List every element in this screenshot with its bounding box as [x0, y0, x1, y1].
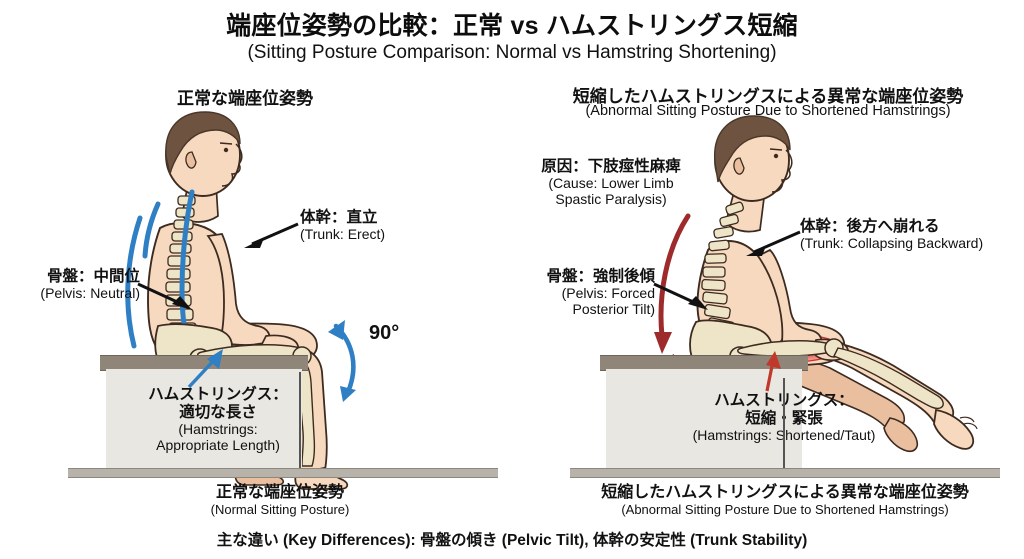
label-pelvis-normal: 骨盤：中間位 (Pelvis: Neutral) [40, 268, 140, 301]
face-profile-abnormal [771, 149, 793, 193]
brow-abnormal [769, 148, 783, 151]
right-panel-header: 短縮したハムストリングスによる異常な端座位姿勢 [572, 87, 964, 106]
arrow-pelvis-normal [137, 282, 192, 310]
caption-right: 短縮したハムストリングスによる異常な端座位姿勢 (Abnormal Sittin… [601, 484, 969, 517]
face-profile-normal [221, 143, 243, 187]
page-title: 端座位姿勢の比較：正常 vs ハムストリングス短縮 [226, 12, 798, 40]
alignment-arc-upper-normal [142, 201, 161, 259]
label-pelvis-abnormal: 骨盤：強制後傾 (Pelvis: Forced Posterior Tilt) [546, 268, 655, 317]
toes-abnormal [959, 416, 978, 430]
left-panel-header: 正常な端座位姿勢 [177, 89, 313, 108]
angle-arrowhead-top-normal [328, 320, 345, 340]
eye-abnormal [773, 153, 779, 159]
page-subtitle: (Sitting Posture Comparison: Normal vs H… [247, 42, 777, 63]
foot-abnormal [933, 408, 974, 450]
alignment-arc-normal [125, 215, 143, 349]
arrow-hamstrings-normal [187, 349, 223, 389]
label-hamstrings-normal: ハムストリングス： 適切な長さ (Hamstrings: Appropriate… [148, 386, 288, 453]
far-foot-abnormal [883, 417, 919, 453]
arrow-trunk-normal [244, 222, 299, 248]
collapse-arrow-abnormal [658, 213, 691, 339]
label-cause-abnormal: 原因：下肢痙性麻痺 (Cause: Lower Limb Spastic Par… [541, 158, 681, 207]
hair-abnormal [714, 115, 791, 183]
ear-abnormal [733, 157, 745, 175]
hair-normal [165, 111, 241, 175]
floor-left [68, 468, 498, 478]
label-trunk-abnormal: 体幹：後方へ崩れる (Trunk: Collapsing Backward) [800, 218, 984, 251]
arrow-pelvis-abnormal [653, 282, 708, 310]
floor-right [570, 468, 1000, 478]
label-trunk-normal: 体幹：直立 (Trunk: Erect) [300, 209, 386, 242]
right-panel-header-en: (Abnormal Sitting Posture Due to Shorten… [585, 103, 951, 119]
key-differences-caption: 主な違い (Key Differences): 骨盤の傾き (Pelvic Ti… [216, 532, 808, 549]
angle-label-normal: 90° [369, 322, 400, 344]
bench-body-left [106, 369, 302, 469]
collapse-arrowhead-abnormal [654, 332, 672, 354]
brow-normal [219, 142, 233, 145]
arrow-trunk-abnormal [746, 230, 801, 256]
caption-left: 正常な端座位姿勢 (Normal Sitting Posture) [210, 484, 350, 517]
eye-normal [223, 147, 229, 153]
tibia-abnormal [833, 347, 944, 410]
angle-arrowhead-bottom-normal [340, 386, 356, 402]
ear-normal [185, 151, 197, 169]
leader-line-hamstrings-abnormal [783, 378, 785, 468]
arrow-hamstrings-abnormal [765, 351, 781, 392]
leader-line-hamstrings-normal [299, 372, 301, 468]
